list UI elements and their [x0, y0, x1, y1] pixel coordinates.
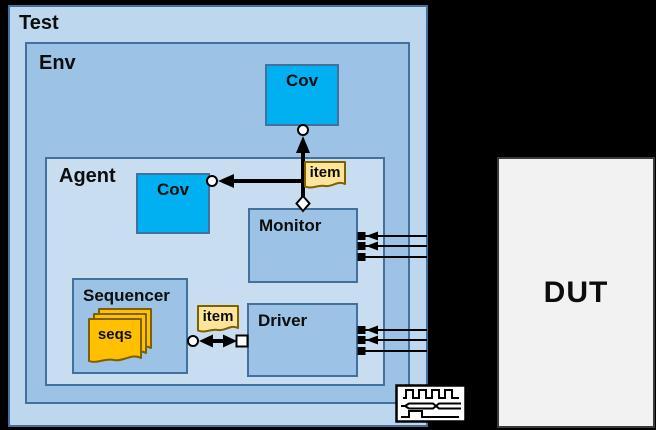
waveform-icon — [395, 384, 467, 423]
monitor-label: Monitor — [259, 216, 322, 235]
monitor-box: Monitor — [248, 208, 358, 283]
env-coverage-label: Cov — [285, 71, 319, 90]
test-label: Test — [19, 12, 59, 34]
seqs-label: seqs — [97, 326, 133, 343]
agent-coverage-label: Cov — [156, 180, 190, 199]
driver-box: Driver — [247, 303, 358, 377]
agent-label: Agent — [59, 165, 116, 187]
seqs-document-stack-icon — [88, 308, 152, 363]
env-coverage-box: Cov — [265, 64, 339, 126]
item-note-monitor-label: item — [309, 164, 341, 181]
item-note-monitor-icon — [304, 161, 346, 189]
driver-label: Driver — [258, 311, 308, 330]
env-label: Env — [39, 52, 76, 74]
dut-label: DUT — [543, 275, 609, 309]
dut-box: DUT — [497, 157, 655, 428]
item-note-driver-label: item — [202, 308, 234, 325]
item-note-driver-icon — [197, 305, 239, 333]
agent-coverage-box: Cov — [136, 173, 210, 234]
sequencer-label: Sequencer — [83, 286, 170, 305]
